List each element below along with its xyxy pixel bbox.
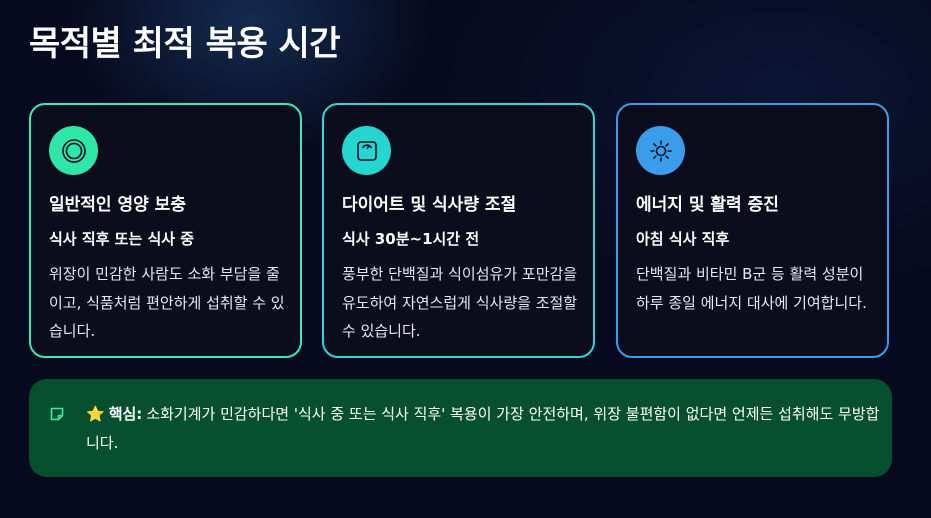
tip-text: ⭐핵심:소화기계가 민감하다면 '식사 중 또는 식사 직후' 복용이 가장 안… <box>86 400 881 458</box>
card-timing: 식사 30분~1시간 전 <box>342 230 480 248</box>
tip-label: 핵심: <box>108 405 143 423</box>
card-timing: 아침 식사 직후 <box>636 230 730 248</box>
card-description: 풍부한 단백질과 식이섬유가 포만감을 유도하여 자연스럽게 식사량을 조절할 … <box>342 265 578 340</box>
note-icon <box>49 406 65 422</box>
card-title: 에너지 및 활력 증진 <box>636 195 779 215</box>
tip-body: 소화기계가 민감하다면 '식사 중 또는 식사 직후' 복용이 가장 안전하며,… <box>86 405 880 452</box>
card-description: 위장이 민감한 사람도 소화 부담을 줄이고, 식품처럼 편안하게 섭취할 수 … <box>49 265 285 340</box>
key-tip-box: ⭐핵심:소화기계가 민감하다면 '식사 중 또는 식사 직후' 복용이 가장 안… <box>29 379 892 477</box>
card-diet-control: 다이어트 및 식사량 조절 식사 30분~1시간 전 풍부한 단백질과 식이섬유… <box>322 103 595 358</box>
sun-icon <box>636 126 685 175</box>
card-energy-boost: 에너지 및 활력 증진 아침 식사 직후 단백질과 비타민 B군 등 활력 성분… <box>616 103 889 358</box>
page-title: 목적별 최적 복용 시간 <box>29 24 341 64</box>
card-description: 단백질과 비타민 B군 등 활력 성분이 하루 종일 에너지 대사에 기여합니다… <box>636 265 867 312</box>
star-icon: ⭐ <box>86 405 105 423</box>
card-title: 일반적인 영양 보충 <box>49 195 186 215</box>
card-timing: 식사 직후 또는 식사 중 <box>49 230 195 248</box>
target-icon <box>49 126 98 175</box>
card-title: 다이어트 및 식사량 조절 <box>342 195 517 215</box>
scale-icon <box>342 126 391 175</box>
card-general-nutrition: 일반적인 영양 보충 식사 직후 또는 식사 중 위장이 민감한 사람도 소화 … <box>29 103 302 358</box>
